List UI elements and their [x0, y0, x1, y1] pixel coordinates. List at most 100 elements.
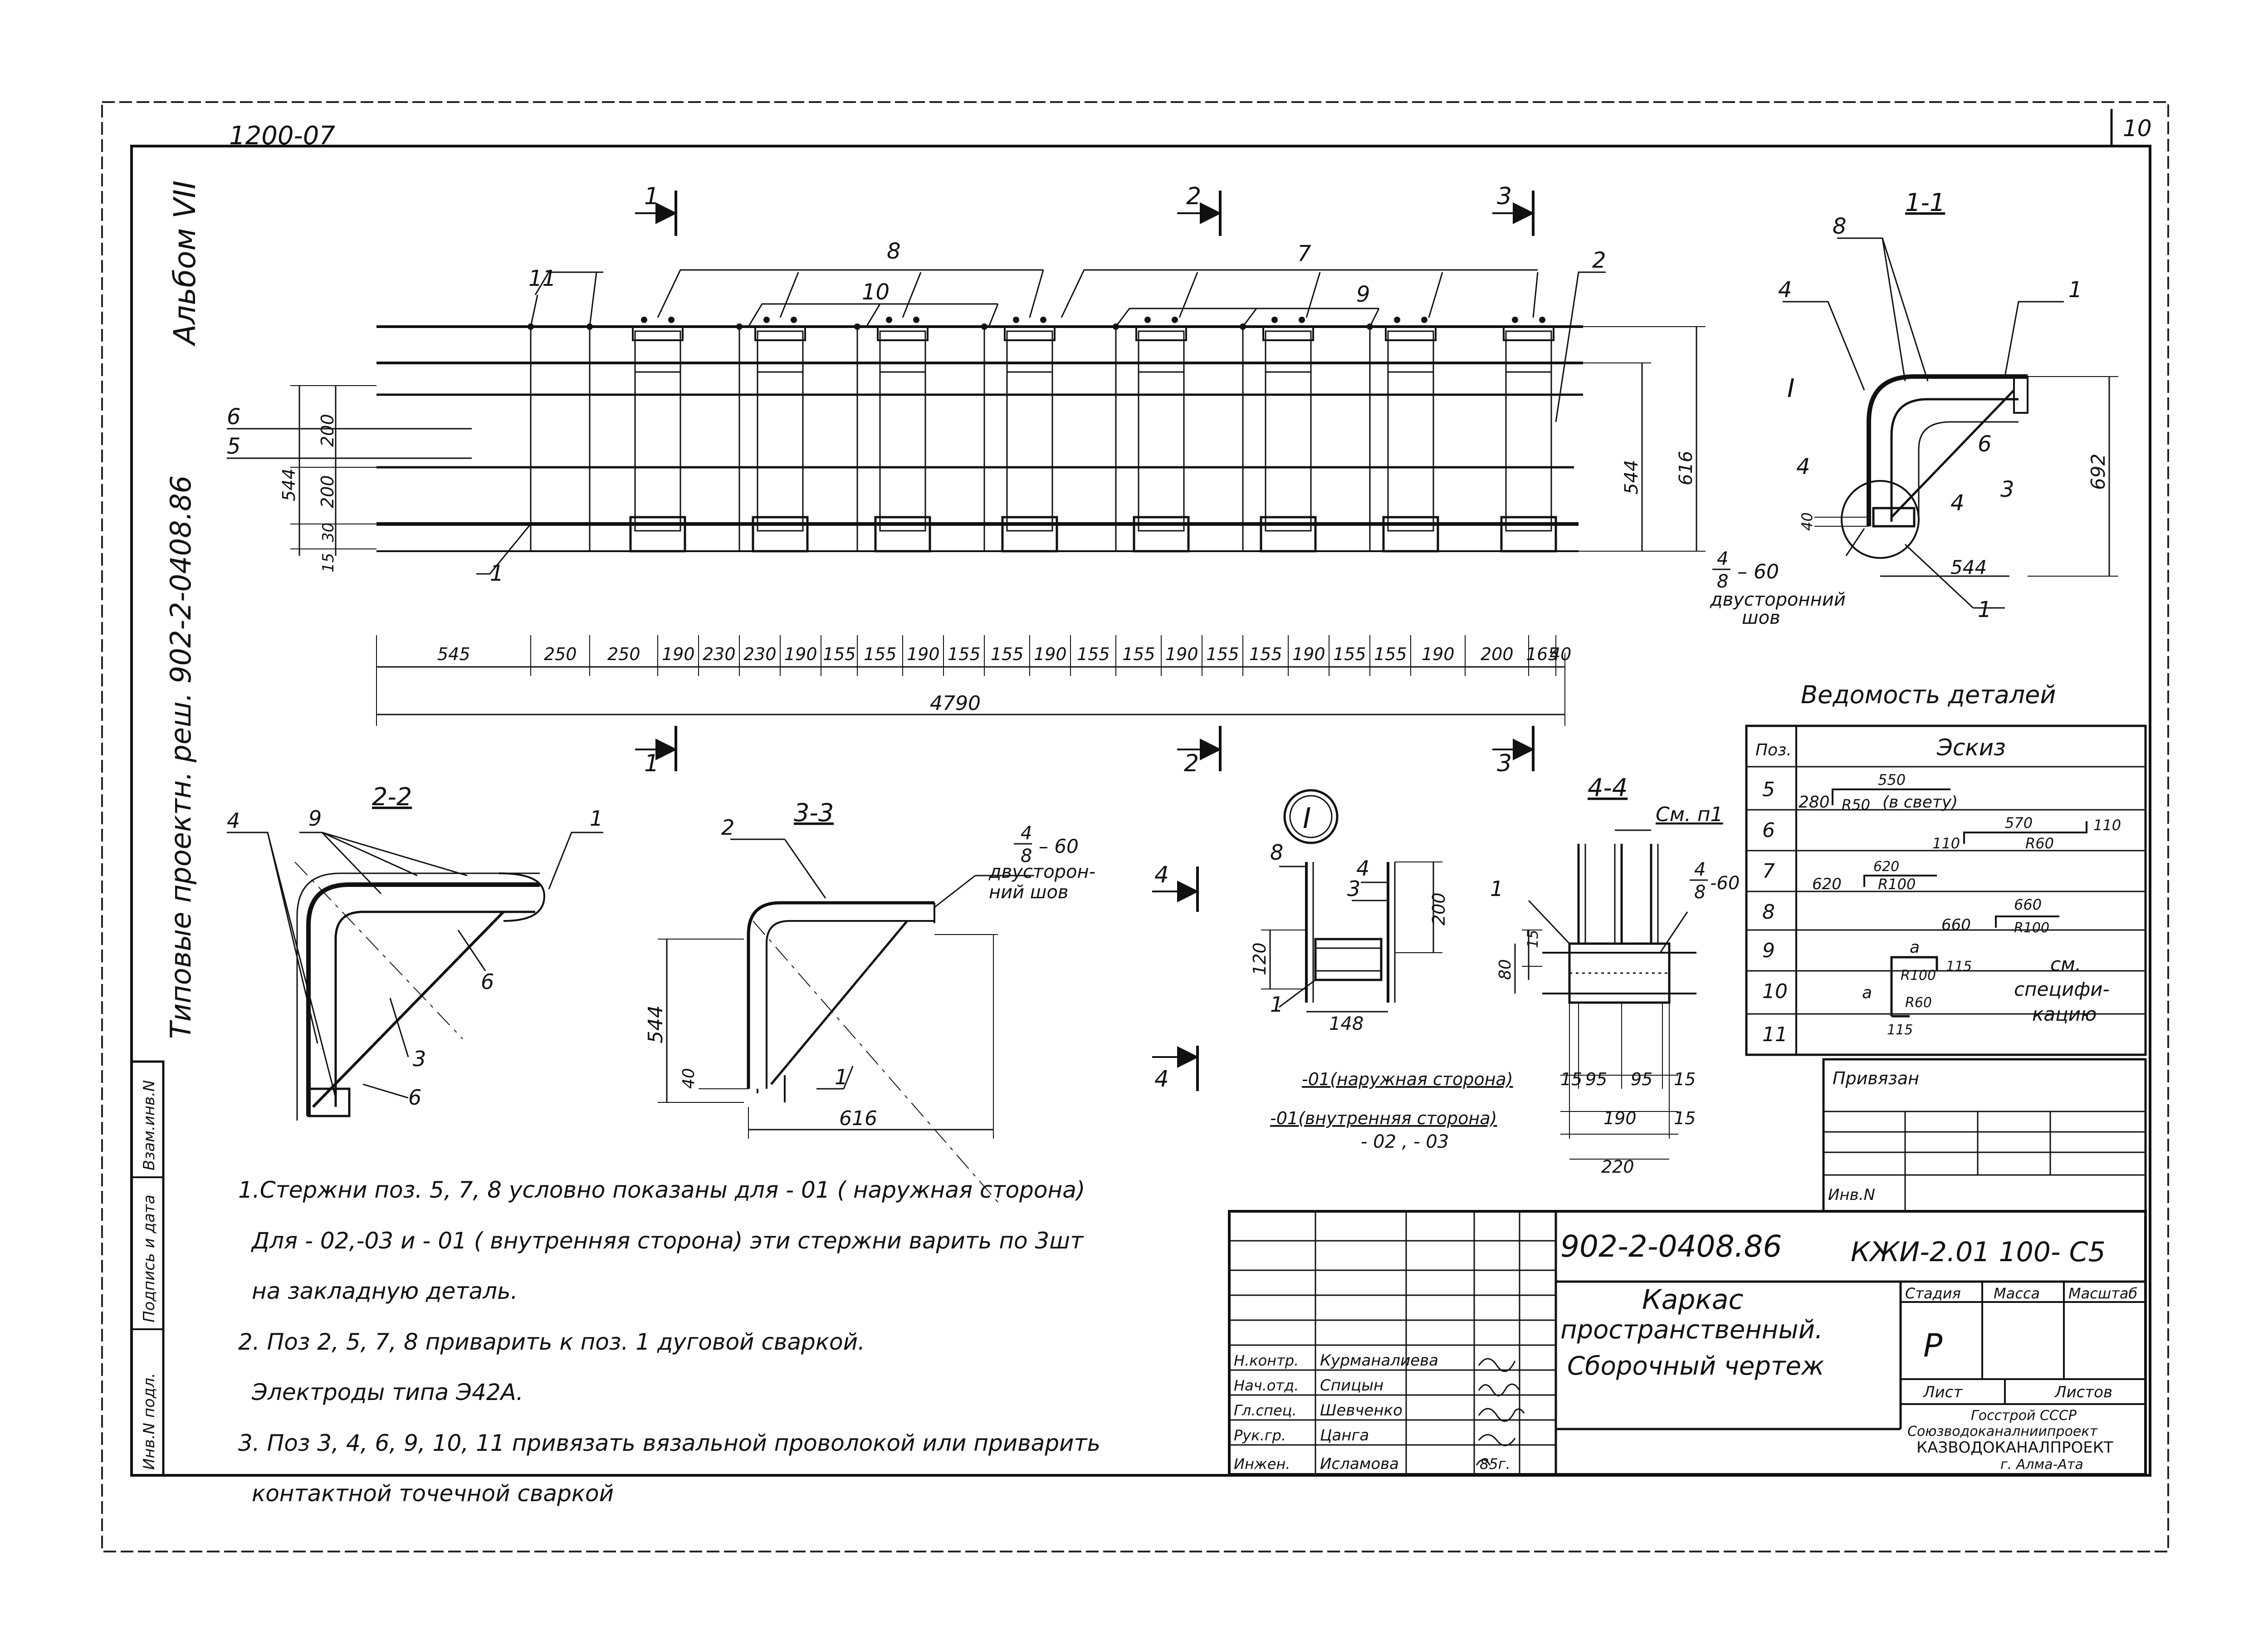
- tb-doc-code: 902-2-0408.86: [1560, 1229, 1782, 1264]
- tb-col-stage: Стадия: [1905, 1285, 1961, 1302]
- spacing-dim: 190: [1034, 644, 1067, 664]
- spacing-dim: 155: [1333, 644, 1366, 664]
- pos-label-2: 2: [1592, 248, 1606, 273]
- s22-label-6-bottom: 6: [408, 1085, 421, 1110]
- stirrup: [1387, 330, 1434, 532]
- section-4-4: 4-4 См. п1 1 4 8 -60 15 80 1: [1270, 773, 1740, 1177]
- embedded-plate: [1382, 516, 1439, 553]
- weld-dot: [1271, 317, 1278, 323]
- tb-name-1: Каркас: [1642, 1284, 1743, 1316]
- pos-label-10: 10: [862, 279, 890, 305]
- s44-dim-95-a: 95: [1585, 1069, 1607, 1089]
- spacing-dim: 155: [864, 644, 897, 664]
- s11-label-1-bottom: 1: [1978, 597, 1992, 622]
- section-1-1-title: 1-1: [1905, 188, 1945, 217]
- cut-4-bottom: 4: [1154, 1066, 1169, 1092]
- s44-variant-other: - 02 , - 03: [1361, 1131, 1449, 1152]
- weld-dot: [791, 317, 797, 323]
- s33-dim-544: 544: [644, 1005, 667, 1043]
- signature-5: [1476, 1459, 1491, 1466]
- spacing-dim: 230: [743, 644, 777, 664]
- weld-dot: [1013, 317, 1019, 323]
- weld-dot: [668, 317, 675, 323]
- privyazan-inv: Инв.N: [1828, 1186, 1875, 1204]
- table-pos-11: 11: [1762, 1023, 1788, 1046]
- tb-role: Н.контр.: [1234, 1352, 1299, 1369]
- tb-org-1: Госстрой СССР: [1971, 1408, 2077, 1424]
- s11-weld-den: 8: [1717, 571, 1728, 592]
- sk5-550: 550: [1878, 771, 1906, 788]
- nodeI-label-4: 4: [1356, 856, 1369, 881]
- pos-label-7: 7: [1297, 241, 1311, 266]
- title-block-signatures: Н.контр.КурманалиеваНач.отд.СпицынГл.спе…: [1234, 1351, 1438, 1473]
- s11-dim-544: 544: [1950, 556, 1987, 578]
- nodeI-label-1: 1: [1270, 992, 1283, 1017]
- weld-dot: [981, 323, 987, 330]
- tb-role: Рук.гр.: [1234, 1427, 1286, 1444]
- embedded-plate: [1133, 516, 1190, 553]
- signature-4: [1478, 1434, 1516, 1446]
- stirrup: [757, 330, 804, 532]
- s44-see-note: См. п1: [1656, 803, 1723, 826]
- s11-label-3: 3: [2000, 477, 2014, 502]
- tb-person: Курманалиева: [1320, 1351, 1438, 1370]
- s11-weld-len: – 60: [1737, 560, 1779, 583]
- privyazan-stamp: Привязан Инв.N: [1822, 1058, 2147, 1213]
- note-line-7: контактной точечной сваркой: [252, 1480, 614, 1507]
- s11-label-1-top: 1: [2068, 277, 2082, 303]
- s11-label-6: 6: [1978, 431, 1992, 457]
- s44-dim-190: 190: [1603, 1108, 1637, 1128]
- note-line-3: на закладную деталь.: [252, 1278, 518, 1304]
- sk9-r60: R60: [1905, 995, 1932, 1011]
- stirrup: [1006, 330, 1053, 532]
- cut-1-top: 1: [644, 183, 659, 210]
- table-rows: [1746, 766, 2146, 1015]
- weld-dot: [1299, 317, 1305, 323]
- weld-dot: [913, 317, 919, 323]
- s33-dim-40: 40: [679, 1068, 698, 1089]
- stirrup: [1138, 330, 1185, 532]
- sk8-660b: 660: [2014, 896, 2042, 913]
- table-pos-6: 6: [1762, 819, 1775, 842]
- spacing-dim: 155: [1249, 644, 1282, 664]
- cut-3-bottom: 3: [1497, 750, 1512, 777]
- table-pos-10: 10: [1762, 980, 1788, 1003]
- s11-dim-40: 40: [1799, 512, 1816, 531]
- s33-label-1: 1: [835, 1065, 848, 1089]
- table-pos-5: 5: [1762, 778, 1775, 801]
- general-notes: 1.Стержни поз. 5, 7, 8 условно показаны …: [238, 1173, 1236, 1527]
- top-plate: [632, 326, 684, 341]
- s44-dim-95-b: 95: [1631, 1069, 1652, 1089]
- s33-dim-616: 616: [839, 1107, 877, 1130]
- stirrup: [634, 330, 681, 532]
- weld-dot: [1172, 317, 1178, 323]
- section-cuts: 1 2 3 1 2 3: [635, 183, 1535, 777]
- spacing-dim: 190: [1165, 644, 1198, 664]
- cut-3-top: 3: [1497, 183, 1512, 210]
- tb-col-mass: Масса: [1994, 1285, 2040, 1302]
- tb-role: Гл.спец.: [1234, 1402, 1297, 1419]
- tb-drawing-code: КЖИ-2.01 100- С5: [1851, 1236, 2106, 1268]
- sk6-570: 570: [2005, 814, 2033, 832]
- cut-4-top: 4: [1154, 862, 1169, 888]
- tb-org-3: КАЗВОДОКАНАЛПРОЕКТ: [1916, 1439, 2113, 1457]
- stamp-signature-date: Подпись и дата: [140, 1194, 158, 1322]
- nodeI-label-8: 8: [1270, 840, 1283, 865]
- cut-2-top: 2: [1186, 183, 1201, 210]
- spacing-dim: 155: [1077, 644, 1110, 664]
- sk9-115-right: 115: [1946, 959, 1972, 974]
- tb-person: Спицын: [1320, 1376, 1383, 1395]
- section-3-3: 3-3 2 1 544 40 616 4 8 – 60 двусторон- н…: [644, 798, 1095, 1203]
- note-line-6: 3. Поз 3, 4, 6, 9, 10, 11 привязать вяза…: [238, 1429, 1101, 1456]
- top-plate: [754, 326, 806, 341]
- note-line-2: Для - 02,-03 и - 01 ( внутренняя сторона…: [252, 1227, 1084, 1254]
- top-plate: [1262, 326, 1314, 341]
- s44-dim-15-c: 15: [1674, 1108, 1696, 1128]
- table-pos-9: 9: [1762, 939, 1775, 962]
- embedded-plate: [629, 516, 686, 553]
- tb-person: Исламова: [1320, 1455, 1399, 1473]
- left-stamp: Взам.инв.N Подпись и дата Инв.N подл.: [130, 1060, 165, 1477]
- s44-dim-80: 80: [1496, 959, 1515, 980]
- stirrup: [1265, 330, 1312, 532]
